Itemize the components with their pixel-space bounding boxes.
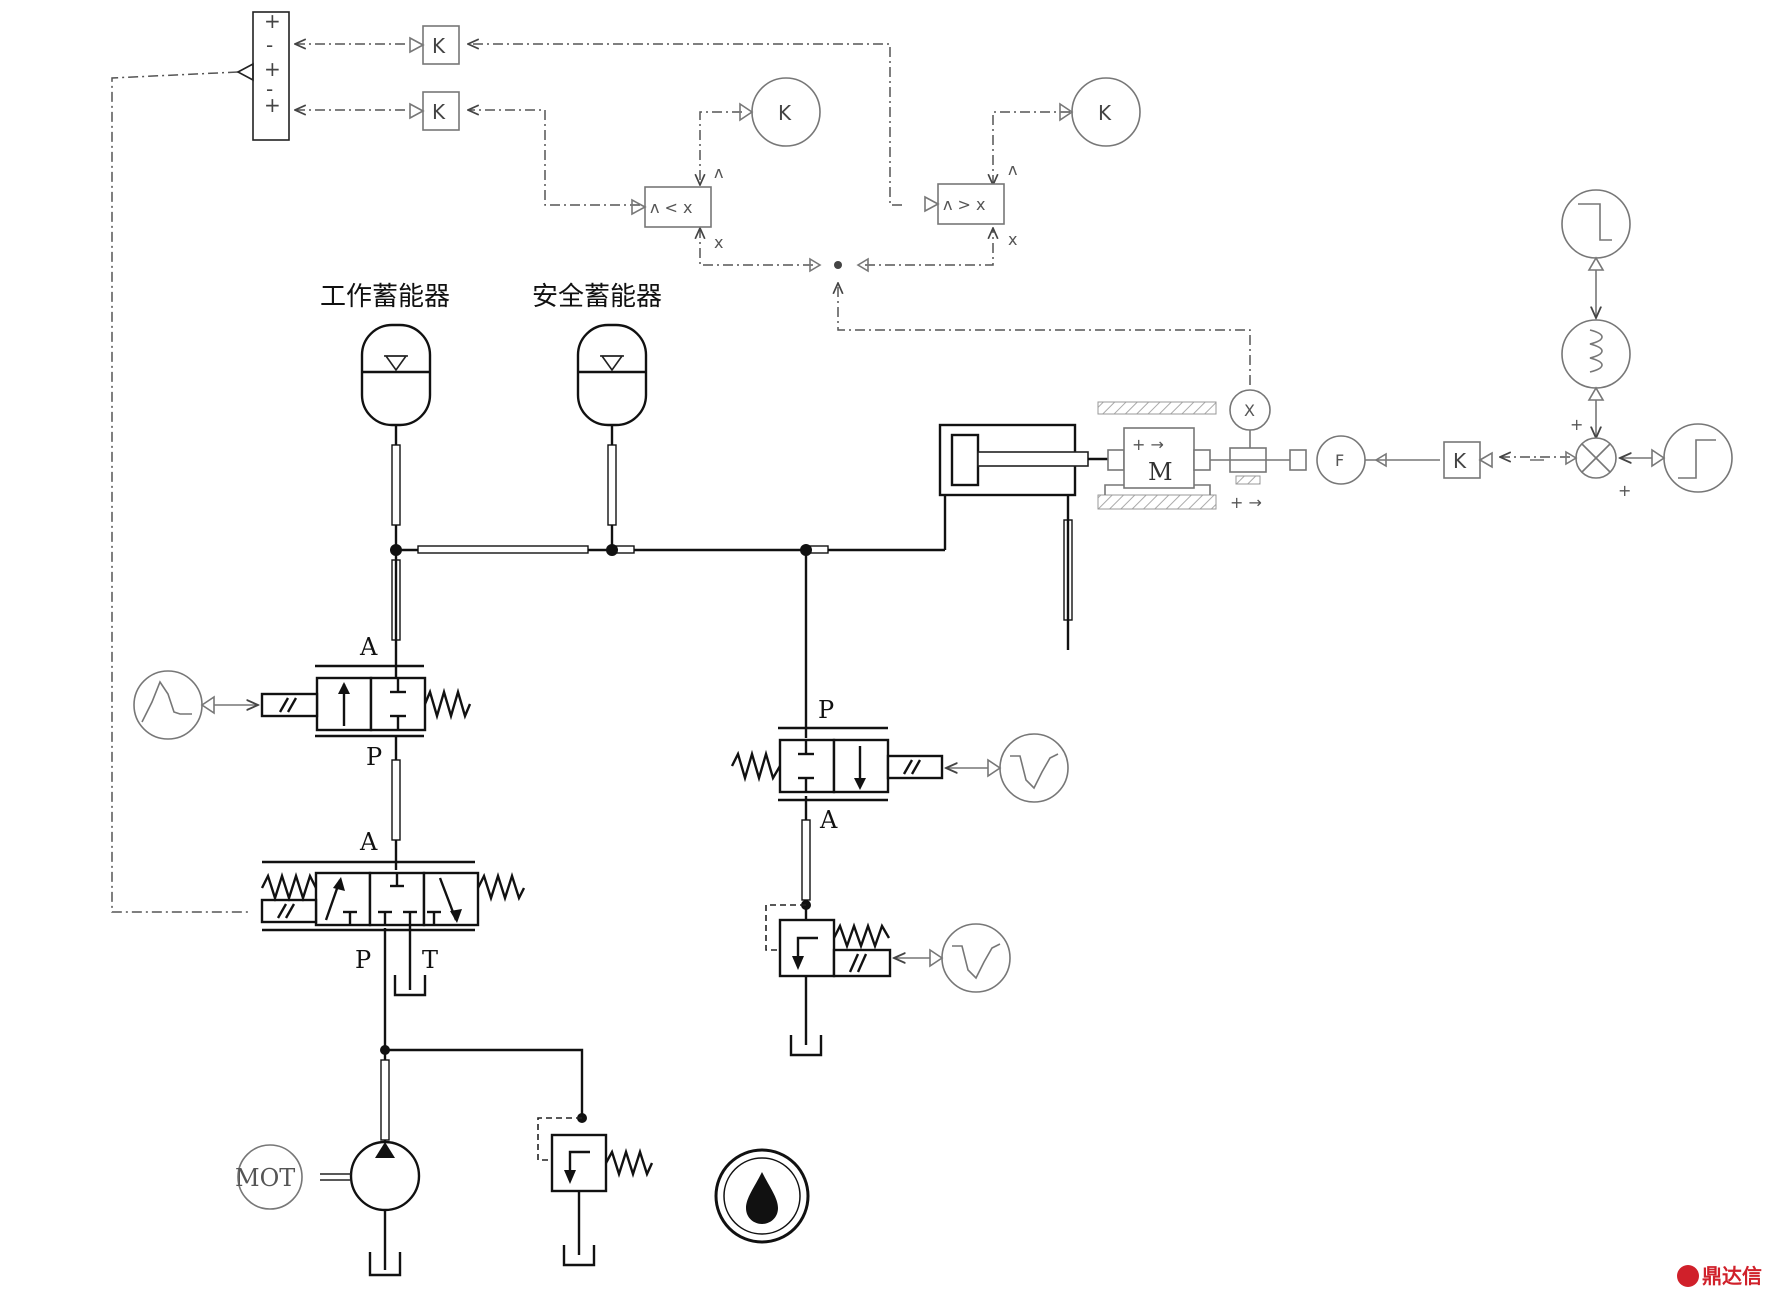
svg-text:A: A xyxy=(359,828,378,856)
svg-text:K: K xyxy=(432,100,446,124)
safety-accumulator: 安全蓄能器 xyxy=(532,282,662,427)
constant-k-source-right: K xyxy=(1059,77,1141,147)
motor-label: MOT xyxy=(235,1164,295,1192)
pump-outlet-arrow xyxy=(375,1142,395,1158)
svg-text:P: P xyxy=(366,743,382,771)
hydraulic-cylinder xyxy=(938,423,1124,497)
hydraulic-fluid-icon xyxy=(714,1148,810,1244)
proportional-relief-valve xyxy=(765,904,1011,1057)
signal-line-feedback-left xyxy=(111,71,250,913)
svg-text:K: K xyxy=(1453,449,1467,473)
svg-text:P: P xyxy=(818,696,834,724)
noise-source xyxy=(1561,319,1631,389)
svg-text:+: + xyxy=(264,9,281,33)
directional-valve-right: P A xyxy=(730,696,1069,834)
svg-text:F: F xyxy=(1335,451,1344,470)
load-mass-assembly: + → M + → X F K xyxy=(1097,389,1544,512)
svg-text:+: + xyxy=(1618,481,1631,500)
svg-text:鼎达信: 鼎达信 xyxy=(1702,1264,1762,1288)
signal-source-right-valve xyxy=(999,733,1069,803)
junction-dot xyxy=(606,544,618,556)
signal-line-split-greater xyxy=(865,228,993,266)
hydraulic-lines xyxy=(380,425,1073,1150)
watermark: 鼎达信 xyxy=(1677,1264,1762,1288)
svg-text:ʌ: ʌ xyxy=(1008,160,1017,179)
tank-prop-relief xyxy=(789,1035,823,1057)
svg-text:+: + xyxy=(264,93,281,117)
svg-text:T: T xyxy=(422,946,438,974)
step-down-source xyxy=(1561,189,1631,259)
svg-text:+: + xyxy=(264,57,281,81)
signal-source-prop-relief xyxy=(941,923,1011,993)
mass-label: M xyxy=(1148,458,1173,486)
svg-text:X: X xyxy=(1244,401,1255,420)
signal-summing-block: + - + - + xyxy=(236,9,290,141)
working-accumulator-label: 工作蓄能器 xyxy=(320,282,450,312)
signal-splitter xyxy=(809,257,869,273)
step-up-source xyxy=(1663,423,1733,493)
svg-text:+ →: + → xyxy=(1230,493,1262,512)
svg-text:A: A xyxy=(359,633,378,661)
gain-block-k-right xyxy=(1443,441,1481,479)
signal-line-cmp-greater-k1 xyxy=(468,44,902,206)
svg-text:+ →: + → xyxy=(1132,435,1164,454)
signal-line-k-const-greater xyxy=(993,111,1070,185)
svg-text:+: + xyxy=(1570,415,1583,434)
working-accumulator: 工作蓄能器 xyxy=(320,282,450,427)
signal-line-x-sensor-split xyxy=(838,283,1251,385)
svg-text:K: K xyxy=(778,101,792,125)
svg-text:P: P xyxy=(355,946,371,974)
svg-text:x: x xyxy=(714,233,723,252)
gain-block-k1: K xyxy=(409,25,460,65)
svg-text:ʌ: ʌ xyxy=(714,163,723,182)
svg-text:-: - xyxy=(266,33,273,57)
directional-valve-lower: A P T xyxy=(260,828,526,997)
svg-text:K: K xyxy=(1098,101,1112,125)
comparator-greater: ʌ > x ʌ x xyxy=(924,160,1017,249)
safety-accumulator-label: 安全蓄能器 xyxy=(532,282,662,312)
signal-lines xyxy=(111,44,1570,913)
motor xyxy=(237,1144,303,1210)
svg-text:ʌ > x: ʌ > x xyxy=(943,195,986,214)
relief-valve-bottom xyxy=(537,1117,654,1267)
svg-text:ʌ < x: ʌ < x xyxy=(650,198,693,217)
svg-text:A: A xyxy=(819,806,838,834)
directional-valve-upper: A P xyxy=(133,633,472,771)
comparator-less: ʌ < x ʌ x xyxy=(631,163,723,252)
gain-block-k2: K xyxy=(409,91,460,131)
pump-motor-unit: MOT xyxy=(235,1140,421,1277)
tank-pump xyxy=(368,1252,402,1277)
mass-block xyxy=(1123,427,1195,489)
svg-text:K: K xyxy=(432,34,446,58)
signal-generator-stack: + + xyxy=(1561,189,1733,500)
svg-text:x: x xyxy=(1008,230,1017,249)
signal-source-upper-valve xyxy=(133,670,203,740)
signal-line-cmp-less-k2 xyxy=(468,110,640,206)
signal-line-k-const-less xyxy=(700,111,742,185)
constant-k-source-left: K xyxy=(739,77,821,147)
svg-text:-: - xyxy=(266,77,273,101)
tank-relief xyxy=(562,1245,596,1267)
